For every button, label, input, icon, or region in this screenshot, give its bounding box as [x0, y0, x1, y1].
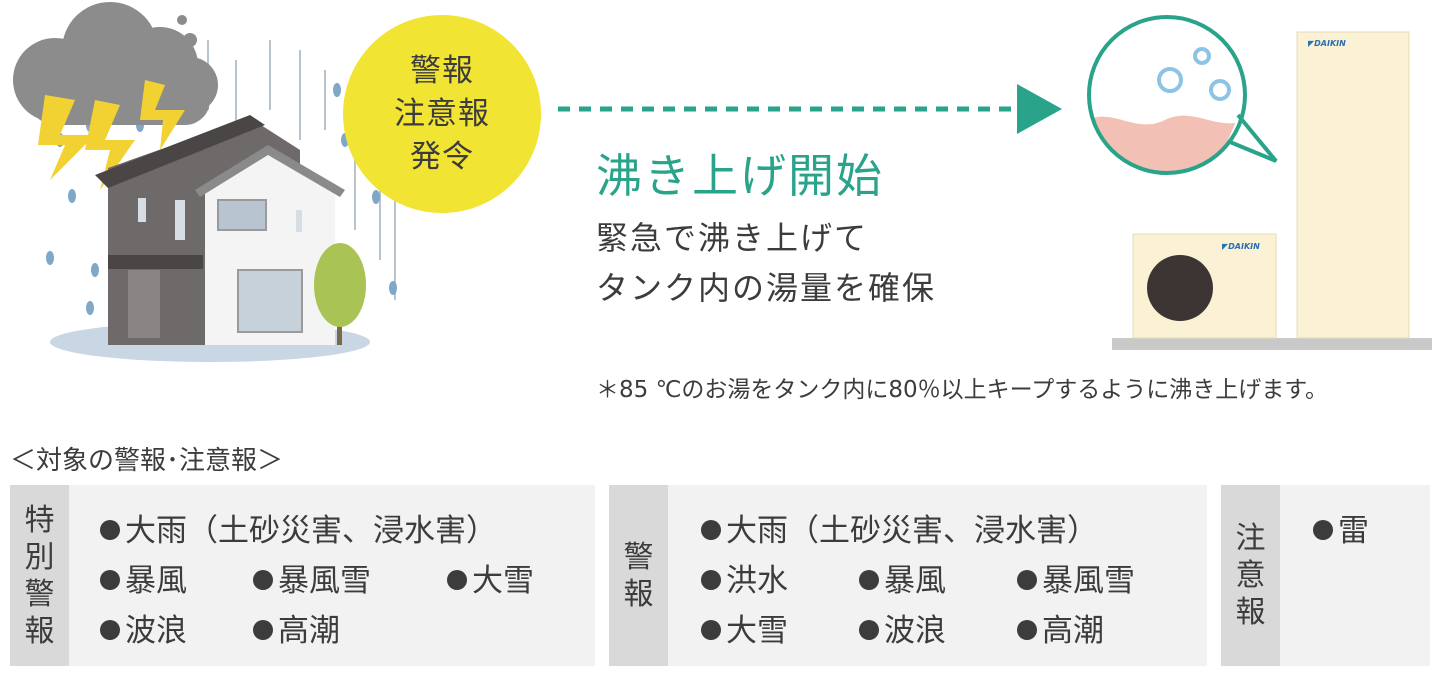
item-label: 大雨（土砂災害、浸水害） — [125, 513, 497, 549]
advisory-tag: 注 意 報 — [1221, 485, 1280, 666]
tag-char: 注 — [1235, 521, 1266, 556]
alert-badge: 警報 注意報 発令 — [343, 15, 541, 213]
storm-house-illustration — [13, 2, 1432, 362]
item-label: 大雪 — [472, 563, 534, 599]
tag-char: 意 — [1235, 558, 1266, 593]
brand-text: DAIKIN — [1228, 242, 1260, 251]
item-label: 暴風 — [884, 563, 946, 599]
tag-char: 報 — [1235, 595, 1266, 630]
footnote: ＊85 ℃のお湯をタンク内に80％以上キープするように沸き上げます。 — [596, 377, 1328, 403]
brand-text: DAIKIN — [1314, 39, 1346, 48]
bullet-icon — [1313, 519, 1333, 540]
headline: 沸き上げ開始 — [596, 149, 884, 203]
bullet-icon — [859, 619, 879, 640]
special-warning-box: 特 別 警 報 大雨（土砂災害、浸水害） 暴風 暴風雪 大雪 波浪 高潮 — [10, 485, 595, 666]
bullet-icon — [447, 569, 467, 590]
item-label: 暴風雪 — [1042, 563, 1135, 599]
item-label: 暴風雪 — [278, 563, 371, 599]
bullet-icon — [100, 619, 120, 640]
warning-box: 警 報 大雨（土砂災害、浸水害） 洪水 暴風 暴風雪 大雪 波浪 高潮 — [609, 485, 1207, 666]
tag-char: 警 — [623, 539, 654, 575]
item-label: 波浪 — [125, 613, 187, 649]
list-item: 暴風雪 — [253, 555, 371, 600]
brand-logo-mark: ◤ — [1222, 242, 1229, 251]
list-item: 暴風 — [859, 555, 946, 600]
bullet-icon — [701, 519, 721, 540]
target-alerts-title: ＜対象の警報･注意報＞ — [10, 446, 284, 476]
bullet-icon — [1017, 569, 1037, 590]
item-label: 高潮 — [278, 613, 340, 649]
list-item: 高潮 — [1017, 605, 1104, 650]
item-label: 大雪 — [726, 613, 788, 649]
brand-logo-outdoor: ◤DAIKIN — [1222, 242, 1260, 251]
list-item: 高潮 — [253, 605, 340, 650]
item-label: 高潮 — [1042, 613, 1104, 649]
description-line-1: 緊急で沸き上げて — [596, 219, 869, 257]
description-line-2: タンク内の湯量を確保 — [596, 269, 937, 307]
item-label: 暴風 — [125, 563, 187, 599]
tag-char: 警 — [24, 576, 55, 612]
bullet-icon — [1017, 619, 1037, 640]
item-label: 大雨（土砂災害、浸水害） — [726, 513, 1098, 549]
item-label: 洪水 — [726, 563, 788, 599]
list-item: 洪水 — [701, 555, 788, 600]
item-label: 波浪 — [884, 613, 946, 649]
list-item: 暴風雪 — [1017, 555, 1135, 600]
list-item: 大雪 — [447, 555, 534, 600]
description: 緊急で沸き上げて タンク内の湯量を確保 — [596, 213, 936, 313]
tag-char: 特 — [24, 502, 55, 538]
tag-char: 報 — [623, 576, 654, 612]
bullet-icon — [253, 569, 273, 590]
special-warning-tag: 特 別 警 報 — [10, 485, 69, 666]
list-item: 暴風 — [100, 555, 187, 600]
list-item: 大雪 — [701, 605, 788, 650]
list-item: 雷 — [1313, 505, 1369, 550]
badge-line-2: 注意報 — [394, 95, 490, 132]
brand-logo-tank: ◤DAIKIN — [1308, 39, 1346, 48]
item-label: 雷 — [1338, 513, 1369, 549]
tag-char: 別 — [24, 539, 55, 575]
badge-line-3: 発令 — [410, 138, 474, 175]
bullet-icon — [701, 619, 721, 640]
tag-char: 報 — [24, 613, 55, 649]
bullet-icon — [253, 619, 273, 640]
badge-line-1: 警報 — [410, 52, 474, 89]
list-item: 大雨（土砂災害、浸水害） — [701, 505, 1098, 550]
bullet-icon — [100, 519, 120, 540]
bullet-icon — [701, 569, 721, 590]
brand-logo-mark: ◤ — [1308, 39, 1315, 48]
list-item: 波浪 — [100, 605, 187, 650]
list-item: 波浪 — [859, 605, 946, 650]
bullet-icon — [100, 569, 120, 590]
bullet-icon — [859, 569, 879, 590]
warning-tag: 警 報 — [609, 485, 668, 666]
list-item: 大雨（土砂災害、浸水害） — [100, 505, 497, 550]
advisory-box: 注 意 報 雷 — [1221, 485, 1430, 666]
